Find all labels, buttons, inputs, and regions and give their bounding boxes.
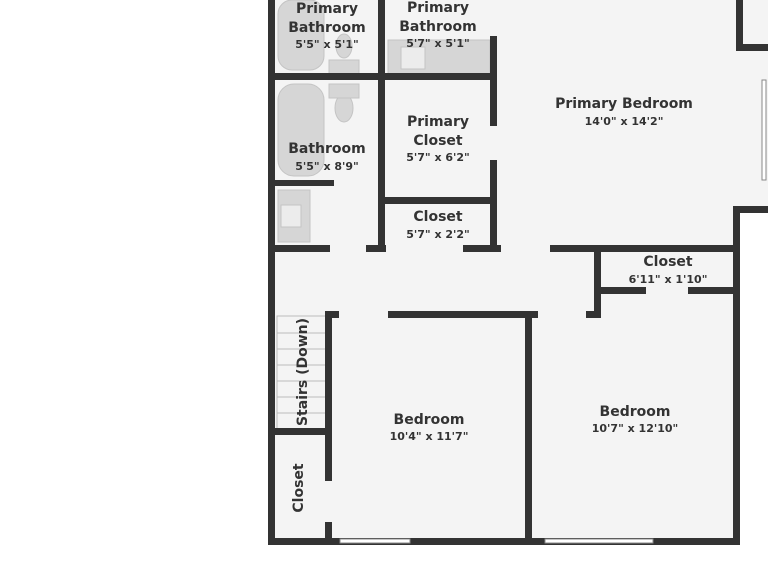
room-dims-primary-closet: 5'7" x 6'2"	[406, 151, 470, 164]
wall	[268, 0, 275, 545]
door-opening	[539, 312, 585, 316]
wall	[736, 44, 768, 51]
room-name-closet-hall: Closet	[643, 254, 693, 270]
wall	[594, 245, 601, 317]
toilet-tank-icon	[328, 83, 360, 99]
wall	[268, 538, 740, 545]
toilet-icon	[335, 33, 353, 59]
room-name-primary-bathroom-1: Primary	[296, 1, 358, 17]
room-dims-closet-hall: 6'11" x 1'10"	[629, 273, 708, 286]
wall	[366, 245, 386, 252]
window	[761, 79, 767, 181]
wall	[525, 311, 532, 545]
door-opening	[340, 312, 387, 316]
wall	[733, 208, 740, 545]
wall	[378, 197, 497, 204]
door-opening	[647, 288, 687, 292]
sink-basin-icon	[280, 204, 302, 228]
room-labels: Primary Bathroom 5'5" x 5'1" Primary Bat…	[288, 0, 707, 513]
bathtub-icon	[277, 0, 325, 71]
room-name-bedroom-right: Bedroom	[600, 404, 671, 420]
wall	[594, 287, 646, 294]
room-name-primary-closet: Primary	[407, 114, 469, 130]
wall	[268, 245, 330, 252]
window	[339, 538, 411, 544]
wall	[490, 36, 497, 126]
wall	[550, 245, 740, 252]
room-dims-primary-bedroom: 14'0" x 14'2"	[585, 115, 664, 128]
bathtub-icon	[277, 83, 325, 177]
wall	[586, 311, 601, 318]
room-name-bathroom: Bathroom	[288, 141, 366, 157]
room-name-closet-bottom: Closet	[291, 463, 307, 513]
room-name-bedroom-left: Bedroom	[394, 412, 465, 428]
room-dims-bedroom-right: 10'7" x 12'10"	[592, 422, 679, 435]
windows	[326, 79, 767, 544]
wall	[463, 245, 501, 252]
door-opening	[331, 246, 365, 250]
wall	[325, 311, 332, 481]
wall	[490, 160, 497, 250]
wall	[378, 0, 385, 250]
walls	[268, 0, 768, 545]
room-name-primary-bathroom-2: Bathroom	[399, 19, 477, 35]
sink-basin-icon	[400, 46, 426, 70]
room-name-primary-bathroom-2: Primary	[407, 0, 469, 16]
room-dims-bathroom: 5'5" x 8'9"	[295, 160, 359, 173]
wall	[268, 180, 334, 186]
wall	[325, 522, 332, 545]
room-name-primary-bedroom: Primary Bedroom	[555, 96, 693, 112]
room-dims-primary-bathroom-2: 5'7" x 5'1"	[406, 37, 470, 50]
fixtures	[277, 0, 491, 243]
door-opening	[491, 127, 495, 159]
window	[544, 538, 654, 544]
wall	[688, 287, 740, 294]
room-name-stairs: Stairs (Down)	[295, 318, 311, 426]
room-name-closet-small: Closet	[413, 209, 463, 225]
wall	[736, 0, 743, 50]
room-dims-bedroom-left: 10'4" x 11'7"	[390, 430, 469, 443]
wall	[733, 206, 768, 213]
room-dims-closet-small: 5'7" x 2'2"	[406, 228, 470, 241]
room-name-primary-bathroom-1: Bathroom	[288, 20, 366, 36]
room-dims-primary-bathroom-1: 5'5" x 5'1"	[295, 38, 359, 51]
door-opening	[502, 246, 549, 250]
toilet-tank-icon	[328, 59, 360, 75]
room-name-primary-closet: Closet	[413, 133, 463, 149]
wall	[388, 311, 538, 318]
wall	[268, 428, 332, 435]
door-opening	[326, 482, 330, 521]
